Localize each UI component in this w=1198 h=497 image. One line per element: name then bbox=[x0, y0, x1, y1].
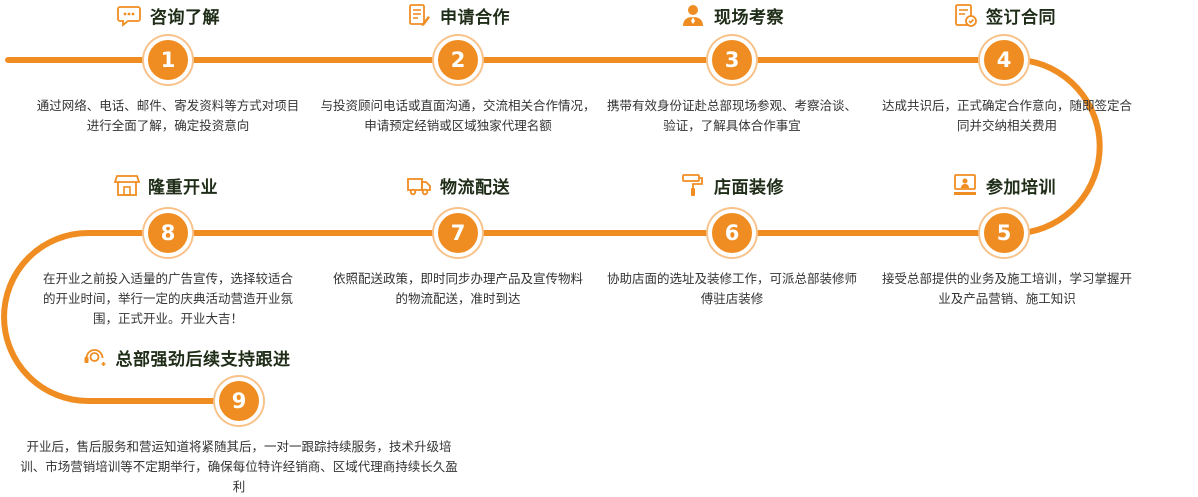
application-form-icon bbox=[409, 4, 430, 26]
step-5-header: 参加培训 bbox=[952, 172, 1056, 198]
step-4-title: 签订合同 bbox=[986, 7, 1056, 28]
step-3-title: 现场考察 bbox=[714, 7, 784, 28]
step-1-title: 咨询了解 bbox=[150, 7, 220, 28]
delivery-truck-icon bbox=[407, 178, 431, 196]
step-4-description: 达成共识后，正式确定合作意向，随即签定合同并交纳相关费用 bbox=[881, 98, 1132, 133]
step-2-title: 申请合作 bbox=[440, 7, 510, 28]
step-8-header: 隆重开业 bbox=[114, 172, 218, 198]
step-6-title: 店面装修 bbox=[714, 177, 784, 198]
step-8-number: 8 bbox=[144, 209, 192, 257]
person-icon bbox=[683, 5, 703, 26]
storefront-icon bbox=[114, 175, 140, 196]
step-7-header: 物流配送 bbox=[406, 172, 510, 198]
step-2-description: 与投资顾问电话或直面沟通，交流相关合作情况，申请预定经销或区域独家代理名额 bbox=[320, 98, 596, 133]
contract-icon bbox=[955, 4, 977, 27]
step-9-description: 开业后，售后服务和营运知道将紧随其后，一对一跟踪持续服务，技术升级培训、市场营销… bbox=[20, 439, 458, 494]
step-3-description: 携带有效身份证赴总部现场参观、考察洽谈、验证，了解具体合作事宜 bbox=[607, 98, 858, 133]
paint-roller-icon bbox=[682, 174, 703, 196]
step-7-title: 物流配送 bbox=[440, 177, 510, 198]
step-4-header: 签订合同 bbox=[952, 2, 1056, 28]
step-1-number: 1 bbox=[144, 36, 192, 84]
step-1-header: 咨询了解 bbox=[116, 2, 220, 28]
step-3-number: 3 bbox=[708, 36, 756, 84]
step-9-title: 总部强劲后续支持跟进 bbox=[115, 349, 291, 370]
step-9-header: 总部强劲后续支持跟进 bbox=[82, 344, 291, 370]
step-4-number: 4 bbox=[980, 36, 1028, 84]
step-6-number: 6 bbox=[708, 209, 756, 257]
training-icon bbox=[954, 174, 976, 195]
step-1-description: 通过网络、电话、邮件、寄发资料等方式对项目进行全面了解，确定投资意向 bbox=[36, 98, 300, 133]
step-5-description: 接受总部提供的业务及施工培训，学习掌握开业及产品营销、施工知识 bbox=[881, 271, 1132, 306]
step-5-title: 参加培训 bbox=[986, 177, 1056, 198]
step-7-description: 依照配送政策，即时同步办理产品及宣传物料的物流配送，准时到达 bbox=[332, 271, 583, 306]
chat-bubble-icon bbox=[117, 6, 141, 27]
step-2-number: 2 bbox=[434, 36, 482, 84]
step-3-header: 现场考察 bbox=[680, 2, 784, 28]
step-5-number: 5 bbox=[980, 209, 1028, 257]
orange-flow-line bbox=[1, 57, 1103, 404]
step-2-header: 申请合作 bbox=[406, 2, 510, 28]
step-9-number: 9 bbox=[215, 377, 263, 425]
step-6-header: 店面装修 bbox=[680, 172, 784, 198]
step-8-description: 在开业之前投入适量的广告宣传，选择较适合的开业时间，举行一定的庆典活动营造开业氛… bbox=[42, 271, 293, 326]
step-8-title: 隆重开业 bbox=[148, 177, 218, 198]
support-headset-icon bbox=[84, 349, 106, 366]
step-6-description: 协助店面的选址及装修工作，可派总部装修师傅驻店装修 bbox=[606, 271, 857, 306]
step-7-number: 7 bbox=[434, 209, 482, 257]
